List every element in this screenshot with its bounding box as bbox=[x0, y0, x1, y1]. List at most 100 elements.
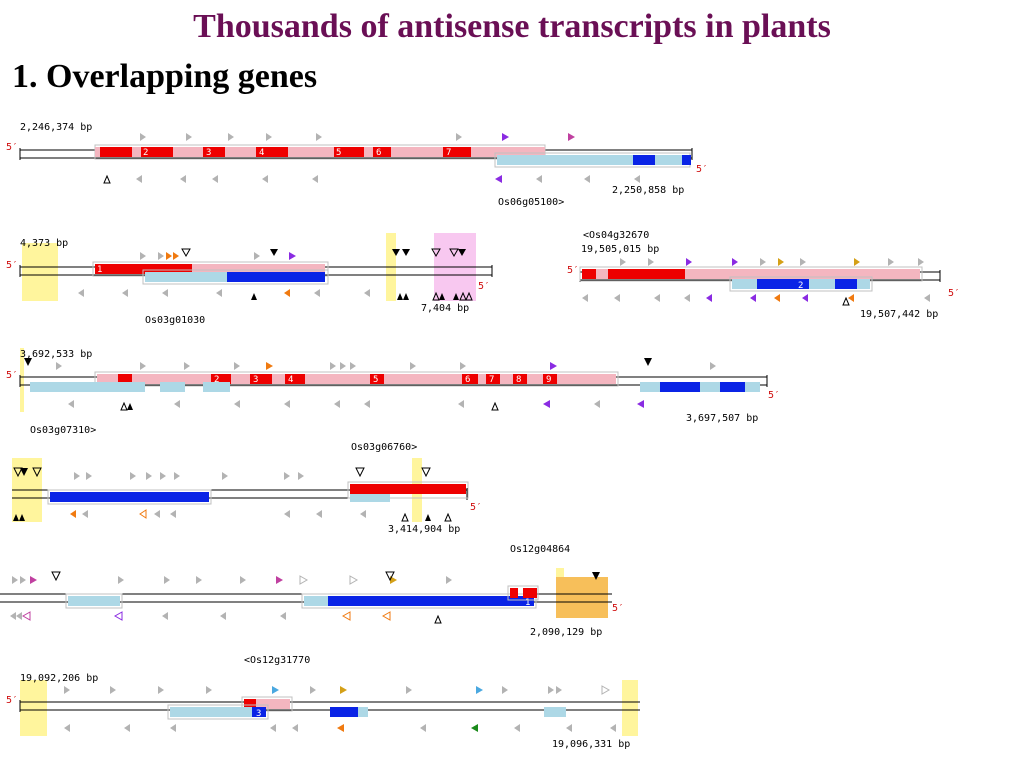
panel3-start-bp: 19,505,015 bp bbox=[581, 244, 659, 255]
panel3-strand-5prime-left: 5′ bbox=[567, 265, 579, 276]
panel6-end-bp: 2,090,129 bp bbox=[530, 627, 602, 638]
triangle-marker-icon bbox=[644, 358, 652, 366]
arrow-icon bbox=[272, 686, 279, 694]
triangle-marker-icon bbox=[103, 174, 111, 184]
panel1-exon bbox=[141, 147, 173, 157]
triangle-marker-icon bbox=[270, 249, 278, 256]
panel5-reverse-transcript-box bbox=[47, 489, 212, 505]
arrow-icon bbox=[854, 258, 860, 266]
panel-os03g07310: 3,692,533 bp 5′ 2 3 4 5 6 7 8 9 5′ 3,697… bbox=[6, 348, 780, 436]
arrow-icon bbox=[568, 133, 575, 141]
arrow-icon bbox=[113, 611, 123, 621]
panel1-exon bbox=[373, 147, 391, 157]
triangle-marker-icon bbox=[181, 248, 191, 258]
panel3-exon bbox=[582, 269, 596, 279]
panel7-exon bbox=[252, 707, 266, 717]
panel3-exon bbox=[757, 279, 809, 289]
panel5-strand-5prime-right: 5′ bbox=[470, 502, 482, 513]
panel7-exon bbox=[244, 699, 256, 709]
arrow-icon bbox=[778, 258, 784, 266]
highlight-region bbox=[622, 680, 638, 736]
arrow-icon bbox=[637, 400, 644, 408]
arrow-icon bbox=[381, 611, 391, 621]
panel6-arrows bbox=[10, 576, 452, 620]
exon-number: 6 bbox=[465, 375, 470, 385]
panel2-start-bp: 4,373 bp bbox=[20, 238, 68, 249]
panel1-arrows bbox=[136, 133, 640, 183]
highlight-region bbox=[20, 348, 24, 412]
arrow-icon bbox=[476, 686, 483, 694]
panel1-exon bbox=[682, 155, 691, 165]
panel7-gene-id: <Os12g31770 bbox=[244, 655, 310, 666]
panel-os03g01030: 4,373 bp 5′ 1 5′ 7,404 bp Os03g01030 bbox=[6, 233, 493, 326]
arrow-icon bbox=[732, 258, 738, 266]
exon-number: 4 bbox=[288, 375, 293, 385]
panel3-gene-id: <Os04g32670 bbox=[583, 230, 649, 241]
arrow-icon bbox=[341, 611, 351, 621]
panel-os12g31770: <Os12g31770 19,092,206 bp 5′ 3 19,096,33… bbox=[6, 655, 640, 750]
arrow-icon bbox=[276, 576, 283, 584]
arrow-icon bbox=[390, 576, 397, 584]
panel1-exon bbox=[203, 147, 225, 157]
panel5-gene-id: Os03g06760> bbox=[351, 442, 417, 453]
panel4-reverse-exon bbox=[30, 382, 145, 392]
exon-number: 8 bbox=[516, 375, 521, 385]
panel2-reverse-transcript-box bbox=[142, 269, 329, 285]
panel4-forward-transcript-box bbox=[94, 371, 619, 387]
panel4-exon bbox=[660, 382, 700, 392]
exon-number: 1 bbox=[97, 265, 102, 275]
exon-number: 5 bbox=[373, 375, 378, 385]
arrow-icon bbox=[686, 258, 692, 266]
page-title: Thousands of antisense transcripts in pl… bbox=[193, 8, 831, 45]
highlight-region bbox=[556, 577, 608, 618]
arrow-icon bbox=[802, 294, 808, 302]
arrow-icon bbox=[706, 294, 712, 302]
panel3-arrows bbox=[582, 258, 930, 302]
exon-number: 9 bbox=[546, 375, 551, 385]
arrow-icon bbox=[30, 576, 37, 584]
panel4-exon bbox=[118, 374, 132, 384]
arrow-icon bbox=[495, 175, 502, 183]
panel7-arrows bbox=[64, 686, 616, 732]
panel1-exon bbox=[100, 147, 132, 157]
panel6-exon bbox=[328, 596, 534, 606]
panel1-exon bbox=[633, 155, 655, 165]
panel5-forward-transcript-box bbox=[347, 481, 469, 499]
arrow-icon bbox=[289, 252, 296, 260]
panel4-strand-5prime-right: 5′ bbox=[768, 390, 780, 401]
panel5-exon bbox=[350, 484, 466, 494]
panel1-gene-id: Os06g05100> bbox=[498, 197, 564, 208]
panel2-strand-5prime-left: 5′ bbox=[6, 260, 18, 271]
arrow-icon bbox=[502, 133, 509, 141]
panel1-end-bp: 2,250,858 bp bbox=[612, 185, 684, 196]
arrow-icon bbox=[284, 289, 290, 297]
triangle-marker-icon bbox=[842, 296, 850, 306]
exon-number: 6 bbox=[376, 148, 381, 158]
triangle-marker-icon bbox=[24, 358, 32, 366]
panel7-strand-5prime-left: 5′ bbox=[6, 695, 18, 706]
panel1-strand-5prime-left: 5′ bbox=[6, 142, 18, 153]
panel6-exon bbox=[510, 588, 518, 598]
exon-number: 2 bbox=[214, 375, 219, 385]
arrow-icon bbox=[139, 509, 147, 519]
panel2-end-bp: 7,404 bp bbox=[421, 303, 469, 314]
arrow-icon bbox=[543, 400, 550, 408]
arrow-icon bbox=[848, 294, 854, 302]
arrow-icon bbox=[550, 362, 557, 370]
arrow-icon bbox=[166, 252, 172, 260]
panel5-end-bp: 3,414,904 bp bbox=[388, 524, 460, 535]
panel1-exon bbox=[334, 147, 364, 157]
exon-number: 3 bbox=[253, 375, 258, 385]
highlight-region bbox=[20, 680, 47, 736]
arrow-icon bbox=[471, 724, 478, 732]
panel6-strand-5prime-right: 5′ bbox=[612, 603, 624, 614]
panel4-start-bp: 3,692,533 bp bbox=[20, 349, 92, 360]
panel3-strand-5prime-right: 5′ bbox=[948, 288, 960, 299]
panel4-strand-5prime-left: 5′ bbox=[6, 370, 18, 381]
panel7-start-bp: 19,092,206 bp bbox=[20, 673, 98, 684]
exon-number: 4 bbox=[259, 148, 264, 158]
panel2-gene-id: Os03g01030 bbox=[145, 315, 205, 326]
panel6-reverse-transcript-box bbox=[65, 593, 123, 609]
arrow-icon bbox=[340, 686, 347, 694]
